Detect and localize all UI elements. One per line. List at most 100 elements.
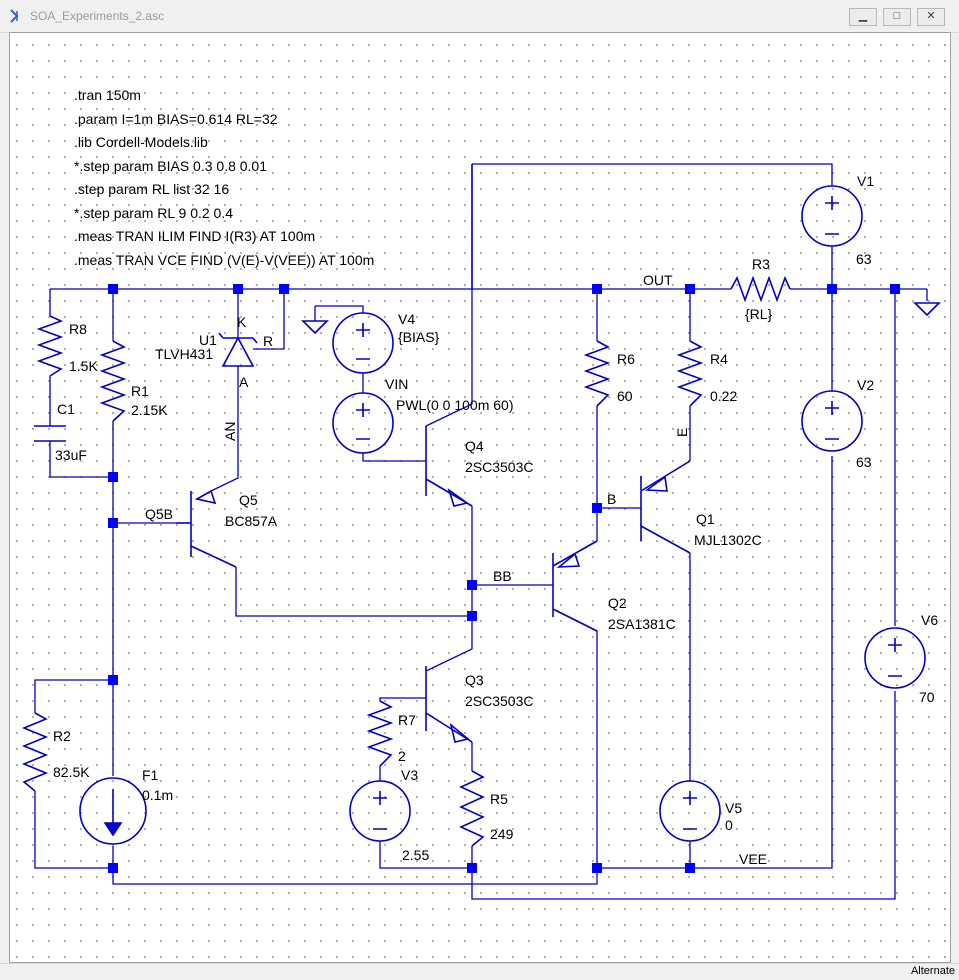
f1-name: F1 [142,767,159,783]
net-labels: AN Q5B BB B E OUT VEE [145,272,767,867]
ground-icon [913,302,941,317]
r8-name: R8 [69,321,87,337]
net-label-vee: VEE [739,851,767,867]
q1-name: Q1 [696,511,715,527]
maximize-button[interactable]: □ [883,8,911,26]
r5-value: 249 [490,826,514,842]
r6-name: R6 [617,351,635,367]
directive-lib[interactable]: .lib Cordell-Models.lib [74,134,208,150]
title-bar: SOA_Experiments_2.asc ▁ □ ✕ [0,0,959,33]
r3-name: R3 [752,256,770,272]
net-label-out: OUT [643,272,673,288]
net-label-b: B [607,491,616,507]
resistor-r8[interactable] [36,315,64,377]
q2-value: 2SA1381C [608,616,676,632]
status-bar: Alternate [0,963,959,980]
schematic-canvas[interactable]: .tran 150m .param I=1m BIAS=0.614 RL=32 … [9,32,951,963]
voltage-source-v2[interactable] [801,390,863,452]
q3-value: 2SC3503C [465,693,534,709]
schematic-drawing: .tran 150m .param I=1m BIAS=0.614 RL=32 … [21,87,941,900]
vin-value: PWL(0 0 100m 60) [396,397,514,413]
ground-icon [301,320,329,335]
resistor-r6[interactable] [583,340,611,407]
v1-name: V1 [857,173,874,189]
q1-value: MJL1302C [694,532,762,548]
minimize-button[interactable]: ▁ [849,8,877,26]
net-label-q5b: Q5B [145,506,173,522]
r2-value: 82.5K [53,764,90,780]
directive-param[interactable]: .param I=1m BIAS=0.614 RL=32 [74,111,278,127]
transistor-q4[interactable] [425,426,473,507]
net-label-bb: BB [493,568,512,584]
u1-pin-k: K [237,314,247,330]
q3-name: Q3 [465,672,484,688]
r1-name: R1 [131,383,149,399]
resistor-r3[interactable] [730,275,791,303]
u1-pin-r: R [263,333,273,349]
f1-value: 0.1m [142,787,173,803]
v6-name: V6 [921,612,938,628]
capacitor-c1[interactable] [34,425,66,442]
net-label-e: E [674,428,690,437]
v1-value: 63 [856,251,872,267]
window-title: SOA_Experiments_2.asc [30,9,165,23]
r7-name: R7 [398,712,416,728]
r2-name: R2 [53,728,71,744]
c1-name: C1 [57,401,75,417]
q4-name: Q4 [465,438,484,454]
transistor-q1[interactable] [640,460,691,554]
r1-value: 2.15K [131,402,168,418]
close-button[interactable]: ✕ [917,8,945,26]
directive-step-rl-comment[interactable]: *.step param RL 9 0.2 0.4 [74,205,233,221]
resistor-r7[interactable] [366,700,394,767]
transistor-q2[interactable] [552,540,598,632]
voltage-source-v6[interactable] [864,627,926,689]
voltage-source-v1[interactable] [801,185,863,247]
voltage-source-v5[interactable] [659,780,721,842]
r8-value: 1.5K [69,358,98,374]
r5-name: R5 [490,791,508,807]
q5-value: BC857A [225,513,278,529]
v6-value: 70 [919,689,935,705]
directive-meas-vce[interactable]: .meas TRAN VCE FIND (V(E)-V(VEE)) AT 100… [74,252,374,268]
r3-value: {RL} [745,306,773,322]
resistor-r2[interactable] [21,712,49,792]
q5-name: Q5 [239,492,258,508]
resistor-r4[interactable] [676,340,704,407]
directive-step-bias-comment[interactable]: *.step param BIAS 0.3 0.8 0.01 [74,158,267,174]
v4-name: V4 [398,311,415,327]
current-source-f1[interactable] [79,777,147,845]
transistor-q3[interactable] [425,666,473,743]
resistor-r5[interactable] [459,770,485,847]
v3-value: 2.55 [402,847,429,863]
voltage-source-v4[interactable] [332,312,394,374]
shunt-regulator-u1[interactable] [218,332,258,367]
u1-name: U1 [199,332,217,348]
directive-step-rl-list[interactable]: .step param RL list 32 16 [74,181,229,197]
v3-name: V3 [401,767,418,783]
net-label-an: AN [222,422,238,441]
r4-name: R4 [710,351,728,367]
r6-value: 60 [617,388,633,404]
vin-name: VIN [385,376,408,392]
resistor-r1[interactable] [99,340,127,422]
component-labels: R8 1.5K R1 2.15K C1 33uF U1 TLVH431 K R … [53,173,938,863]
v5-name: V5 [725,800,742,816]
u1-pin-a: A [239,374,249,390]
voltage-source-vin[interactable] [332,392,394,454]
c1-value: 33uF [55,447,87,463]
spice-directives: .tran 150m .param I=1m BIAS=0.614 RL=32 … [74,87,374,268]
r4-value: 0.22 [710,388,737,404]
v5-value: 0 [725,817,733,833]
r7-value: 2 [398,748,406,764]
ltspice-app-icon [10,9,19,23]
q4-value: 2SC3503C [465,459,534,475]
directive-tran[interactable]: .tran 150m [74,87,141,103]
voltage-source-v3[interactable] [349,780,411,842]
directive-meas-ilim[interactable]: .meas TRAN ILIM FIND I(R3) AT 100m [74,228,315,244]
q2-name: Q2 [608,595,627,611]
transistor-q5[interactable] [176,489,237,568]
v2-name: V2 [857,377,874,393]
v4-value: {BIAS} [398,329,440,345]
u1-value: TLVH431 [155,346,213,362]
